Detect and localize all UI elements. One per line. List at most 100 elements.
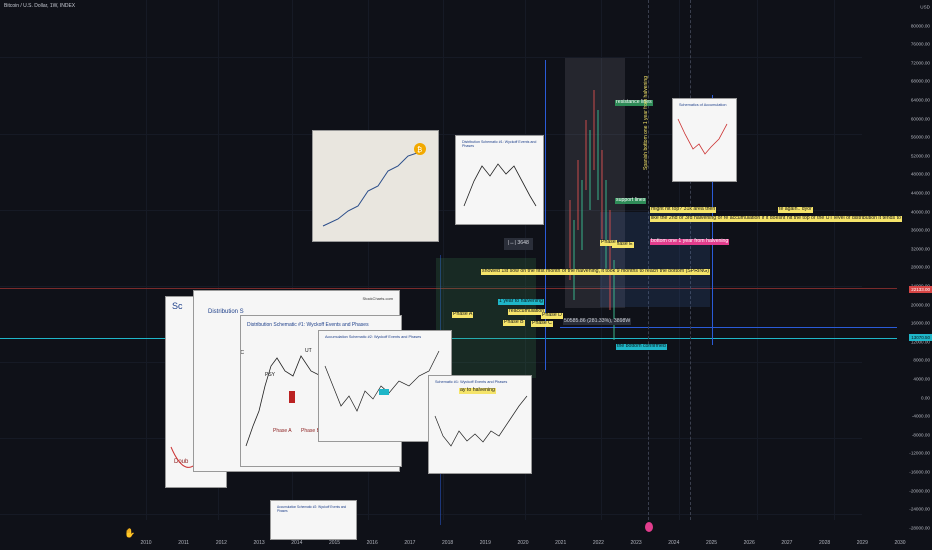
distribution-card-small[interactable]: Distribution Schematic #1: Wyckoff Event… [455, 135, 544, 225]
time-tick: 2016 [366, 540, 378, 546]
flag-icon[interactable] [645, 522, 653, 532]
note-label[interactable]: like the 2nd or 3rd halvening or re accu… [650, 215, 902, 222]
price-tick: 8000.00 [913, 357, 930, 363]
grid-line [601, 0, 602, 520]
note-label[interactable]: bottom one 1 year from halvening [650, 238, 730, 245]
price-tick: -4000.00 [911, 413, 930, 419]
phase-e-label[interactable]: Phase E [612, 241, 634, 248]
grid-line [292, 0, 293, 520]
time-tick: 2024 [668, 540, 680, 546]
accumulation-card-2[interactable]: Schematic #1: Wyckoff Events and Phases [428, 375, 532, 474]
phase-d-label[interactable]: Phase D [541, 312, 563, 319]
card-title-partial: Distribution S [208, 309, 244, 315]
phase-c-label[interactable]: Phase C [531, 320, 553, 327]
grid-line [525, 0, 526, 520]
range-box[interactable] [600, 212, 710, 307]
note-label[interactable]: ay to halvening [459, 387, 496, 394]
card-title-partial: Sc [172, 301, 183, 311]
note-label[interactable]: te again.. dyor [778, 206, 813, 213]
price-tick: 56000.00 [910, 134, 930, 140]
phase-label[interactable]: Phase [600, 239, 617, 246]
grid-line [146, 0, 147, 520]
brand-text: StockCharts.com [362, 296, 393, 301]
price-tick: 0.00 [921, 395, 930, 401]
price-tick: 60000.00 [910, 116, 930, 122]
price-tick: -24000.00 [909, 506, 930, 512]
grid-line [218, 0, 219, 520]
support-label[interactable]: support lines [615, 197, 647, 204]
note-label[interactable]: 1 year to halvening [498, 298, 544, 305]
schematic-drawing [324, 350, 440, 412]
time-tick: 2018 [442, 540, 454, 546]
chart-area[interactable]: Bitcoin / U.S. Dollar, 1W, INDEX ₿ Distr… [0, 0, 902, 540]
range-box[interactable] [565, 58, 625, 308]
time-tick: 2011 [178, 540, 190, 546]
grid-line [0, 514, 862, 515]
time-tick: 2014 [291, 540, 303, 546]
accumulation-card-bottom[interactable]: Accumulation Schematic #2: Wyckoff Event… [270, 500, 357, 540]
price-tick: 64000.00 [910, 97, 930, 103]
time-tick: 2020 [517, 540, 529, 546]
time-tick: 2017 [404, 540, 416, 546]
price-tick: 44000.00 [910, 190, 930, 196]
schematic-drawing [677, 118, 728, 155]
price-tick: 12000.00 [910, 339, 930, 345]
note-label[interactable]: might hit top? 31k area then [650, 206, 717, 213]
dashed-vertical-line [690, 0, 691, 520]
time-tick: 2030 [894, 540, 906, 546]
price-tick: 16000.00 [910, 320, 930, 326]
blue-vertical-line[interactable] [545, 60, 546, 370]
phase-b-label[interactable]: Phase B [503, 319, 525, 326]
price-tick: -28000.00 [909, 525, 930, 531]
price-tick: 52000.00 [910, 153, 930, 159]
card-title: Distribution Schematic #1: Wyckoff Event… [462, 140, 537, 148]
dashed-vertical-line [648, 0, 649, 520]
vertical-note[interactable]: Spanish bottom one 1 year from halvening [643, 76, 649, 170]
card-title: Distribution Schematic #1: Wyckoff Event… [247, 322, 369, 328]
note-label[interactable]: the bottom confirmed [616, 343, 667, 350]
accumulation-card-small[interactable]: Schematics of Accumulation [672, 98, 737, 182]
price-tick: 28000.00 [910, 264, 930, 270]
time-tick: 2021 [555, 540, 567, 546]
blue-horizontal-line[interactable] [560, 327, 897, 328]
card-title: Accumulation Schematic #2: Wyckoff Event… [325, 335, 422, 339]
candles [569, 90, 615, 340]
time-tick: 2027 [781, 540, 793, 546]
price-tick: -8000.00 [911, 432, 930, 438]
card-title: Schematic #1: Wyckoff Events and Phases [435, 380, 508, 384]
time-tick: 2015 [328, 540, 341, 546]
chart-image-card[interactable]: ₿ [312, 130, 439, 242]
note-label[interactable]: showed 1st sow on the first month of the… [481, 268, 710, 275]
price-tick: 76000.00 [910, 41, 930, 47]
phase-a-label[interactable]: Phase A [452, 311, 474, 318]
grid-line [679, 0, 680, 520]
measure-tooltip: 50585.86 (281.33%), 3898W [563, 318, 632, 325]
schematic-drawing [463, 163, 537, 207]
price-tick: -12000.00 [909, 450, 930, 456]
time-tick: 2023 [630, 540, 642, 546]
price-tick: 20000.00 [910, 302, 930, 308]
time-tick: 2028 [819, 540, 831, 546]
price-tick: USD [920, 4, 930, 10]
schematic-drawing [434, 395, 528, 447]
grid-line [834, 0, 835, 520]
bars-range-tooltip: |↔| 3648 [504, 238, 533, 250]
price-tick: 68000.00 [910, 78, 930, 84]
time-tick: 2029 [856, 540, 868, 546]
btc-chart-thumbnail: ₿ [322, 143, 426, 227]
time-tick: 2013 [253, 540, 265, 546]
time-tick: 2026 [743, 540, 755, 546]
psy-label: PSY [265, 372, 276, 378]
grid-line [0, 286, 862, 287]
phase-label: Phase A [273, 428, 292, 434]
range-box[interactable] [436, 258, 536, 378]
note-label[interactable]: reaccumulation [508, 308, 546, 315]
price-tick: 36000.00 [910, 227, 930, 233]
grid-line [443, 0, 444, 520]
price-tick: 40000.00 [910, 209, 930, 215]
price-tick: 32000.00 [910, 246, 930, 252]
current-price-tag: 22133.00 [909, 286, 932, 293]
resistance-label[interactable]: resistance lines [615, 99, 653, 106]
